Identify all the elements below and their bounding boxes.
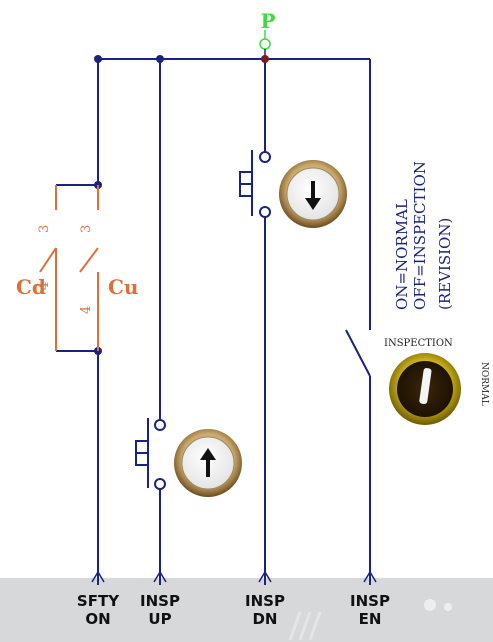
footer-decor-dot — [424, 599, 436, 611]
terminal-label-line2: ON — [85, 610, 110, 628]
cd-label: Cd — [16, 275, 46, 299]
selector-knob-pointer — [419, 368, 432, 405]
supply-label: P — [260, 9, 275, 33]
cu-contact-number-bottom: 4 — [79, 306, 94, 314]
insp-en-switch-symbol — [345, 329, 371, 377]
down-arrow-icon — [305, 181, 321, 210]
down-pb-contact-top — [259, 151, 271, 163]
supply-terminal — [259, 38, 271, 50]
wires — [56, 58, 371, 585]
selector-label-normal: NORMAL — [479, 362, 489, 406]
insp-en-switch-arm — [345, 329, 371, 377]
selector-switch[interactable] — [389, 353, 461, 425]
down-button[interactable] — [279, 160, 347, 228]
junction-dot — [94, 55, 102, 63]
supply-junction-dot — [261, 55, 269, 63]
terminal-label-line1: INSP — [350, 592, 390, 610]
terminal-label-line2: UP — [148, 610, 171, 628]
up-pushbutton-symbol — [135, 395, 166, 490]
legend-line-inspection: OFF=INSPECTION — [411, 161, 429, 310]
up-pb-contact-top — [154, 419, 166, 431]
junction-dot — [156, 55, 164, 63]
contact-labels: Cd Cu — [16, 275, 138, 299]
terminal-arrow-insp-up — [153, 570, 167, 583]
up-pb-contact-bottom — [154, 478, 166, 490]
down-pb-contact-bottom — [259, 206, 271, 218]
legend-line-normal: ON=NORMAL — [393, 199, 411, 310]
junctions — [94, 55, 164, 355]
cu-contact-number-top: 3 — [79, 225, 94, 233]
contact-numbers: 3 3 4 4 — [37, 225, 94, 314]
terminal-label-line2: EN — [359, 610, 382, 628]
cu-label: Cu — [108, 275, 138, 299]
footer-decor-dot — [444, 603, 452, 611]
cd-contact-number-top: 3 — [37, 225, 52, 233]
terminal-label-line1: SFTY — [77, 592, 120, 610]
footer-band — [0, 578, 493, 642]
terminal-labels: SFTY ON INSP UP INSP DN INSP EN — [77, 592, 390, 628]
legend: ON=NORMAL OFF=INSPECTION (REVISION) — [393, 161, 454, 310]
down-pushbutton-symbol — [239, 120, 271, 218]
terminal-arrow-insp-dn — [258, 570, 272, 583]
cd-contact-number-bottom: 4 — [37, 282, 52, 290]
contactor-contacts — [39, 185, 99, 351]
terminal-markers — [91, 570, 377, 583]
terminal-label-line1: INSP — [140, 592, 180, 610]
up-arrow-icon — [200, 448, 216, 477]
terminal-arrow-sfty — [91, 570, 105, 583]
cu-contact-arm — [79, 247, 99, 273]
terminal-arrow-insp-en — [363, 570, 377, 583]
footer-decor-stripes — [288, 611, 322, 641]
up-button[interactable] — [174, 429, 242, 497]
selector-label-inspection: INSPECTION — [384, 338, 453, 349]
terminal-label-line2: DN — [252, 610, 277, 628]
terminal-label-line1: INSP — [245, 592, 285, 610]
cd-contact-arm — [39, 247, 57, 273]
legend-line-revision: (REVISION) — [436, 218, 454, 310]
